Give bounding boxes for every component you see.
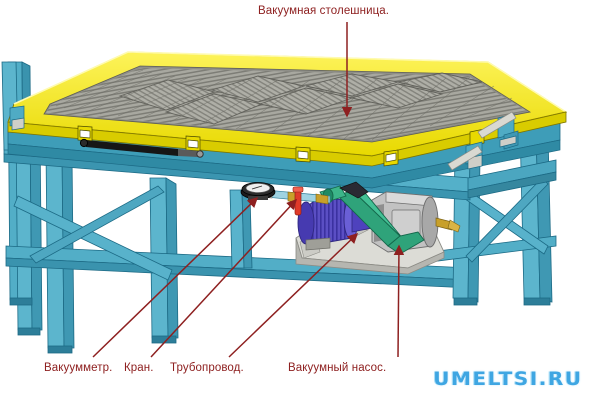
right-hinge-hardware — [447, 111, 519, 171]
label-vacuum-pump: Вакуумный насос. — [288, 362, 387, 374]
leader-pipeline — [228, 232, 359, 358]
leader-vacuum-gauge — [92, 196, 259, 358]
gas-strut — [79, 138, 204, 158]
hose-elbow — [339, 181, 369, 199]
vacuum-tabletop — [7, 51, 568, 189]
label-pipeline: Трубопровод. — [170, 362, 244, 374]
annotation-leaders — [92, 22, 405, 358]
label-tabletop: Вакуумная столешница. — [258, 5, 390, 17]
watermark: UMELTSI.RU — [433, 368, 583, 390]
label-valve: Кран. — [124, 362, 154, 374]
vacuum-pump-assembly — [295, 181, 461, 275]
vacuum-gauge — [240, 182, 276, 200]
label-vacuum-gauge: Вакуумметр. — [44, 362, 113, 374]
leader-valve — [150, 198, 298, 358]
leader-vacuum-pump — [393, 244, 405, 358]
left-hinge-hardware — [9, 105, 25, 131]
rail-clamps — [77, 125, 485, 167]
